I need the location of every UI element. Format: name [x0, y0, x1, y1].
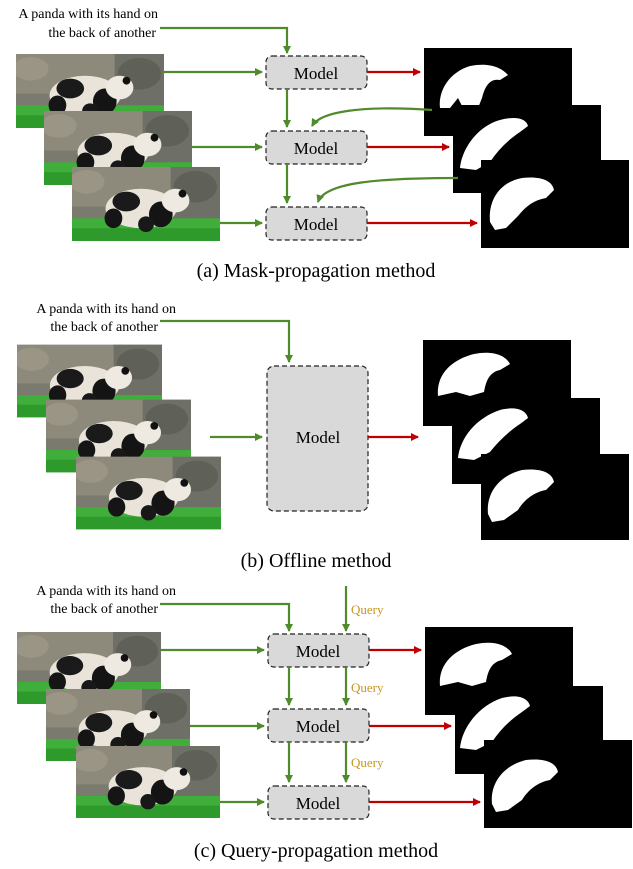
model-label-2: Model — [294, 139, 339, 158]
model-label-3: Model — [294, 215, 339, 234]
caption-a: (a) Mask-propagation method — [197, 260, 436, 282]
text-arrow — [160, 602, 293, 632]
model-label-3: Model — [296, 794, 341, 813]
text-query-line1: A panda with its hand on — [18, 7, 158, 22]
mask-output-3 — [481, 160, 629, 248]
query-label-1: Query — [351, 602, 384, 617]
query-label-2: Query — [351, 680, 384, 695]
model-box-offline — [266, 365, 369, 512]
panel-c: A panda with its hand on the back of ano… — [17, 584, 632, 862]
model-label-1: Model — [294, 64, 339, 83]
video-frame-stack — [17, 632, 220, 818]
video-frame-stack — [16, 54, 220, 241]
text-query-line2: the back of another — [50, 320, 158, 335]
model-label-offline: Model — [296, 428, 341, 447]
model-label-2: Model — [296, 717, 341, 736]
video-frame-3 — [76, 456, 221, 530]
mask-feedback-1 — [311, 107, 433, 127]
mask-output-3 — [484, 740, 632, 828]
text-query-line2: the back of another — [50, 602, 158, 617]
query-label-3: Query — [351, 755, 384, 770]
caption-b: (b) Offline method — [241, 550, 392, 572]
text-arrow — [160, 319, 293, 363]
panel-b: A panda with its hand on the back of ano… — [17, 302, 629, 572]
mask-output-3 — [481, 454, 629, 540]
panel-a: A panda with its hand on the back of ano… — [16, 7, 629, 282]
caption-c: (c) Query-propagation method — [194, 840, 438, 862]
text-query-line1: A panda with its hand on — [36, 584, 176, 599]
text-arrow — [160, 26, 291, 54]
mask-feedback-2 — [316, 176, 459, 203]
video-frame-3 — [72, 167, 220, 241]
video-frame-stack — [17, 344, 221, 530]
text-query-line1: A panda with its hand on — [36, 302, 176, 317]
video-frame-3 — [76, 746, 220, 818]
model-label-1: Model — [296, 642, 341, 661]
text-query-line2: the back of another — [48, 26, 156, 41]
